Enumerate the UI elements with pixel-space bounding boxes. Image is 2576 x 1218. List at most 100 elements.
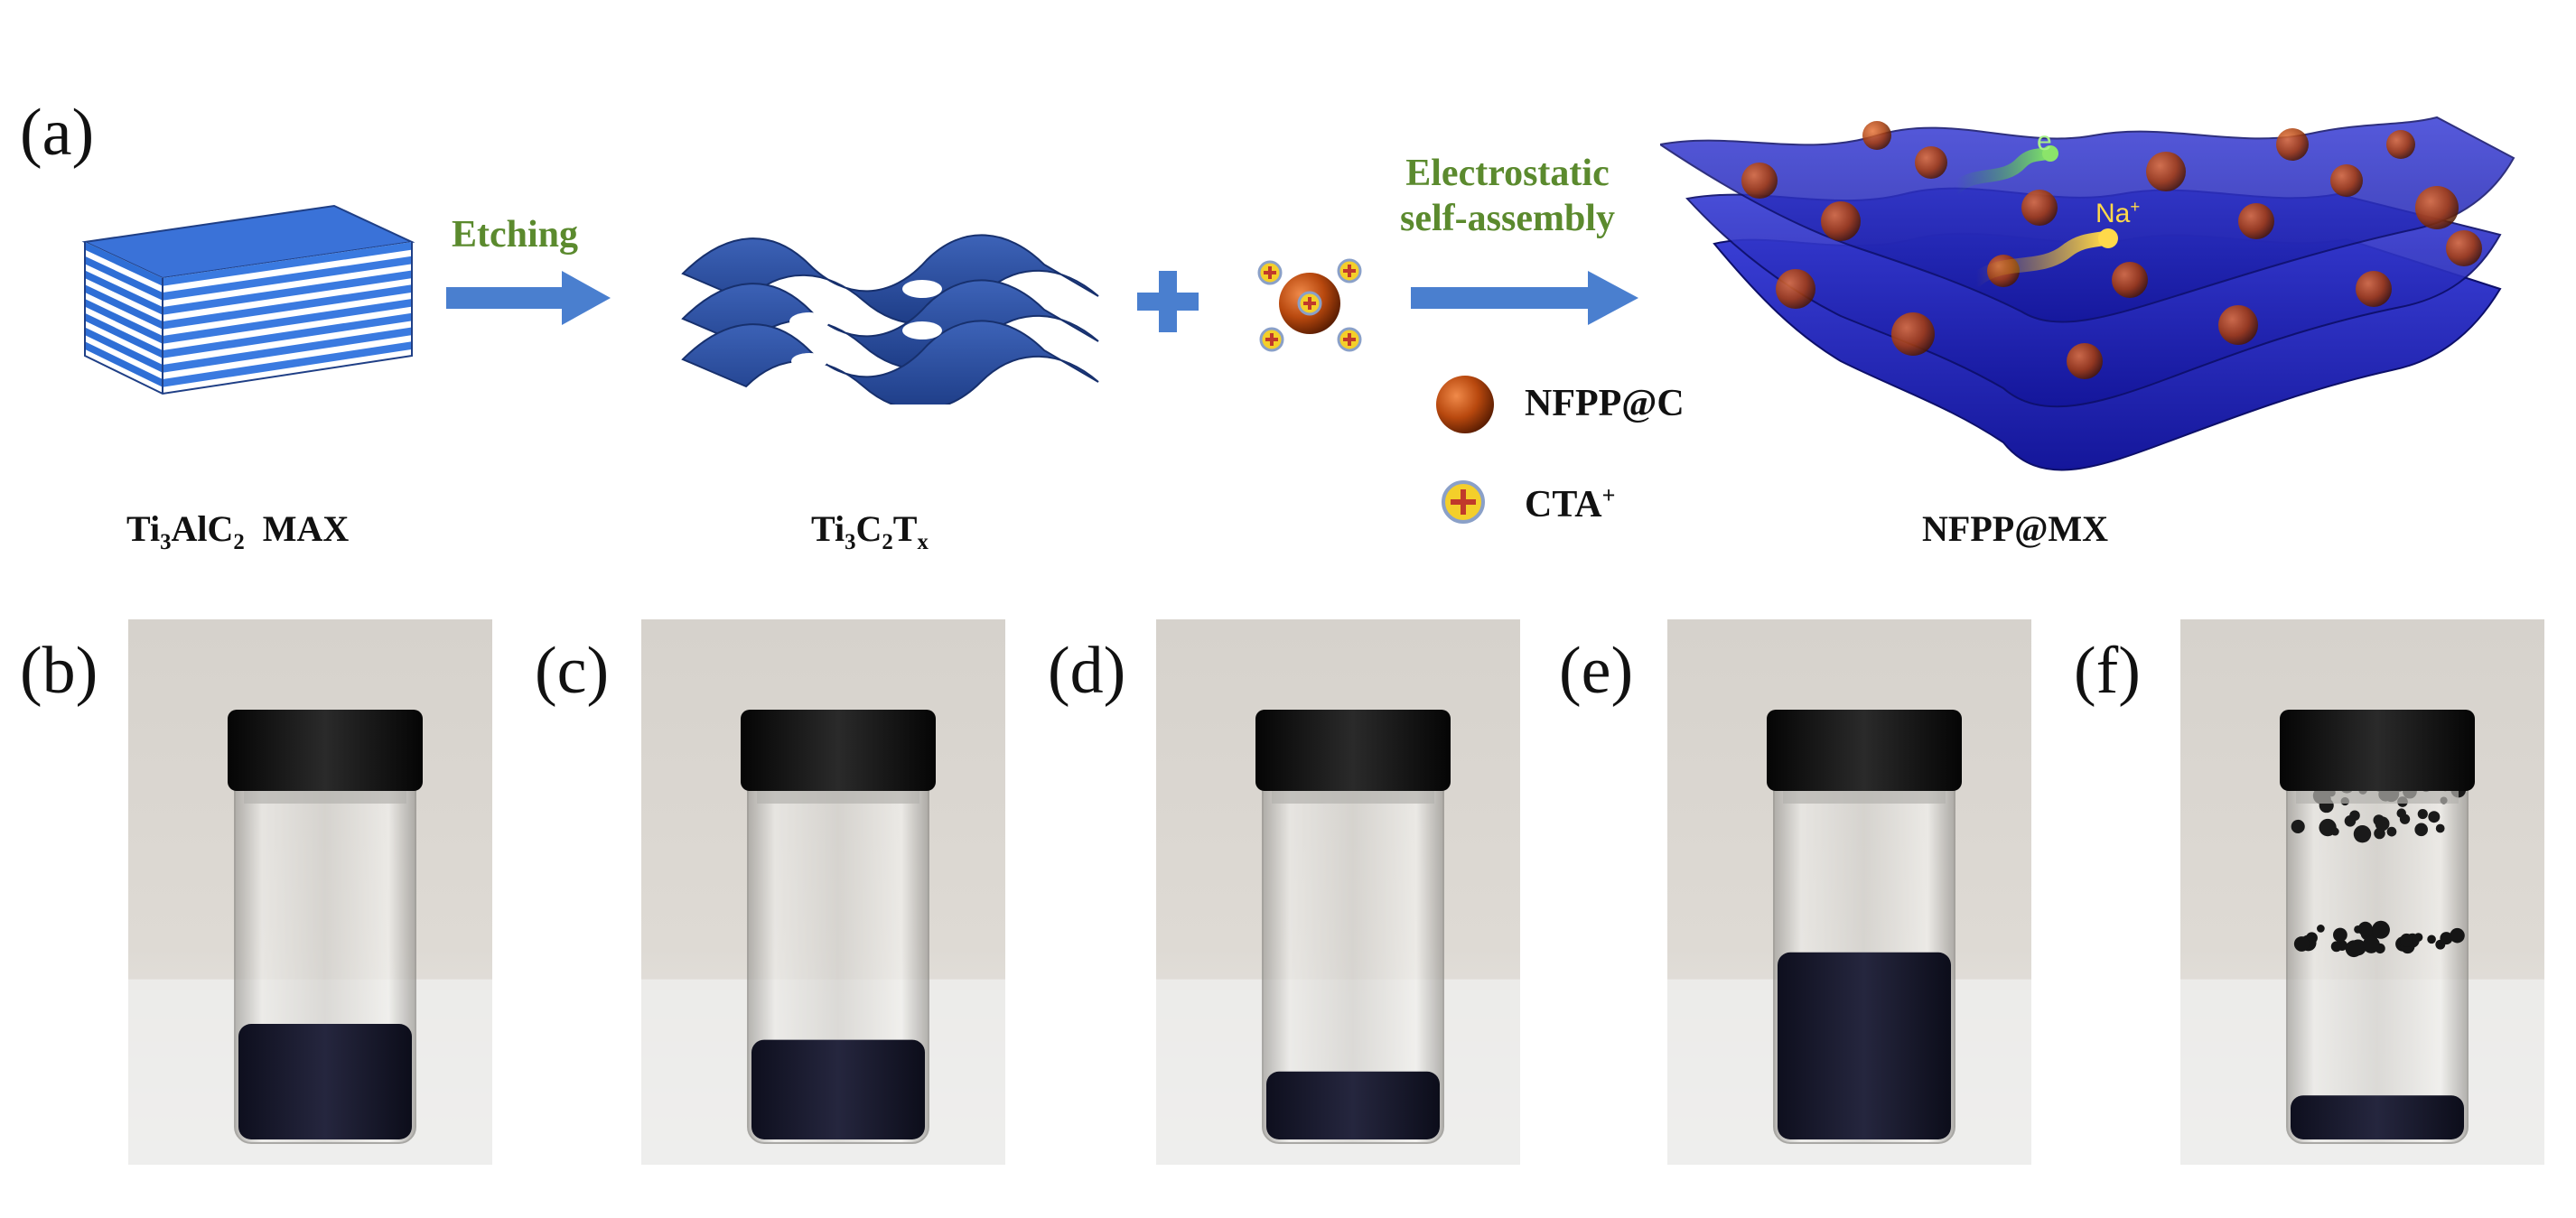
panel-label-e: (e) (1559, 637, 1633, 704)
vial-liquid (2291, 1095, 2464, 1139)
floating-flake (2414, 823, 2428, 837)
vial-liquid (238, 1024, 412, 1139)
cation-plus-v (1308, 297, 1311, 310)
mxene-caption-ti: Ti (811, 508, 845, 549)
nfpp-particle (2067, 343, 2103, 379)
vial-cap (741, 710, 936, 791)
nfpp-mx-composite (1660, 63, 2545, 510)
floating-flake (2428, 811, 2440, 823)
vial-liquid (751, 1040, 925, 1139)
vial-neck (1272, 791, 1434, 804)
sodium-ion-symbol: Na (2095, 199, 2130, 228)
nfpp-with-cations-icon (1252, 253, 1369, 358)
etching-label: Etching (452, 213, 578, 258)
vial-photo-d (1156, 619, 1520, 1165)
panel-label-c: (c) (535, 637, 609, 704)
vial-neck (1783, 791, 1946, 804)
cation-plus-v (1348, 265, 1351, 277)
max-layered-block (79, 200, 423, 408)
floating-flake (2349, 810, 2360, 821)
etching-arrow (446, 269, 612, 331)
nfpp-particle (2276, 128, 2309, 161)
mxene-caption-sub2: 2 (882, 530, 892, 554)
legend-cta-text: CTA+ (1525, 486, 1615, 524)
electrostatic-label: Electrostatic self-assembly (1400, 152, 1615, 241)
vial-photo-f (2180, 619, 2544, 1165)
nfpp-particle (1915, 146, 1947, 179)
floating-flake (2331, 941, 2342, 952)
nfpp-particle (1862, 121, 1891, 150)
floating-flake (2372, 921, 2390, 939)
floating-flake (2294, 936, 2310, 952)
floating-flake (2418, 809, 2428, 819)
floating-flake (2317, 925, 2325, 933)
mxene-caption: Ti3C2Tx (811, 511, 929, 547)
floating-flake (2373, 814, 2384, 825)
floating-flake (2396, 808, 2406, 818)
floating-flake (2374, 828, 2385, 840)
vial-cap (2280, 710, 2475, 791)
legend-cta-charge: + (1602, 482, 1616, 508)
vial-liquid (1778, 953, 1951, 1139)
vial-photo-b (128, 619, 492, 1165)
legend-cta-icon (1440, 479, 1487, 530)
panel-label-a: (a) (20, 99, 94, 166)
nfpp-particle (2112, 262, 2148, 298)
vial-cap (228, 710, 423, 791)
vial-photo-svg (641, 619, 1005, 1165)
sodium-ion-label: Na+ (2095, 199, 2140, 229)
floating-flake (2354, 925, 2362, 934)
max-caption-sub2: 2 (233, 530, 244, 554)
vial-photo-svg (2180, 619, 2544, 1165)
max-caption: Ti3AlC2 MAX (126, 511, 349, 547)
sodium-ion-charge: + (2130, 197, 2140, 216)
floating-flake (2363, 936, 2380, 953)
vial-cap (1767, 710, 1962, 791)
nfpp-particle (1821, 201, 1861, 241)
cation-plus-v (1270, 333, 1274, 346)
nfpp-particle (1776, 269, 1815, 309)
floating-flake (2387, 827, 2397, 837)
nfpp-particle (2446, 230, 2482, 266)
plus-icon (1134, 267, 1202, 340)
mxene-caption-c: C (855, 508, 882, 549)
nfpp-particle (2146, 152, 2186, 191)
vial-photo-svg (128, 619, 492, 1165)
floating-flake (2436, 824, 2445, 833)
nfpp-particle (2356, 271, 2392, 307)
legend-cta-name: CTA (1525, 484, 1602, 525)
nfpp-particle (2330, 164, 2363, 197)
vial-liquid (1266, 1072, 1440, 1139)
electrostatic-label-line2: self-assembly (1400, 198, 1615, 239)
cation-plus-v (1268, 266, 1272, 279)
max-caption-alc: AlC (171, 508, 233, 549)
nfpp-particle (1741, 163, 1778, 199)
vial-photo-svg (1667, 619, 2031, 1165)
floating-flake (2450, 928, 2465, 944)
max-caption-ti: Ti (126, 508, 160, 549)
floating-flake (2331, 828, 2339, 836)
electrostatic-label-line1: Electrostatic (1405, 153, 1609, 194)
vial-photo-svg (1156, 619, 1520, 1165)
floating-flake (2291, 820, 2305, 833)
floating-flake (2333, 928, 2347, 943)
legend-nfpp-icon (1433, 372, 1498, 442)
vial-neck (757, 791, 919, 804)
mxene-caption-sub3: x (917, 530, 928, 554)
panel-label-d: (d) (1048, 637, 1125, 704)
floating-flake (2400, 934, 2413, 947)
max-caption-sub1: 3 (160, 530, 171, 554)
vial-neck (244, 791, 406, 804)
electron-label: e (2037, 126, 2052, 157)
max-caption-max: MAX (245, 508, 350, 549)
mxene-wavy-sheets (674, 224, 1125, 409)
vial-neck (2296, 791, 2459, 804)
mxene-caption-t: T (893, 508, 918, 549)
product-caption: NFPP@MX (1922, 511, 2108, 547)
self-assembly-arrow (1411, 269, 1642, 331)
vial-photo-c (641, 619, 1005, 1165)
vial-cap (1255, 710, 1451, 791)
nfpp-particle (2415, 186, 2459, 229)
panel-label-b: (b) (20, 637, 98, 704)
nfpp-particle (1891, 312, 1935, 356)
